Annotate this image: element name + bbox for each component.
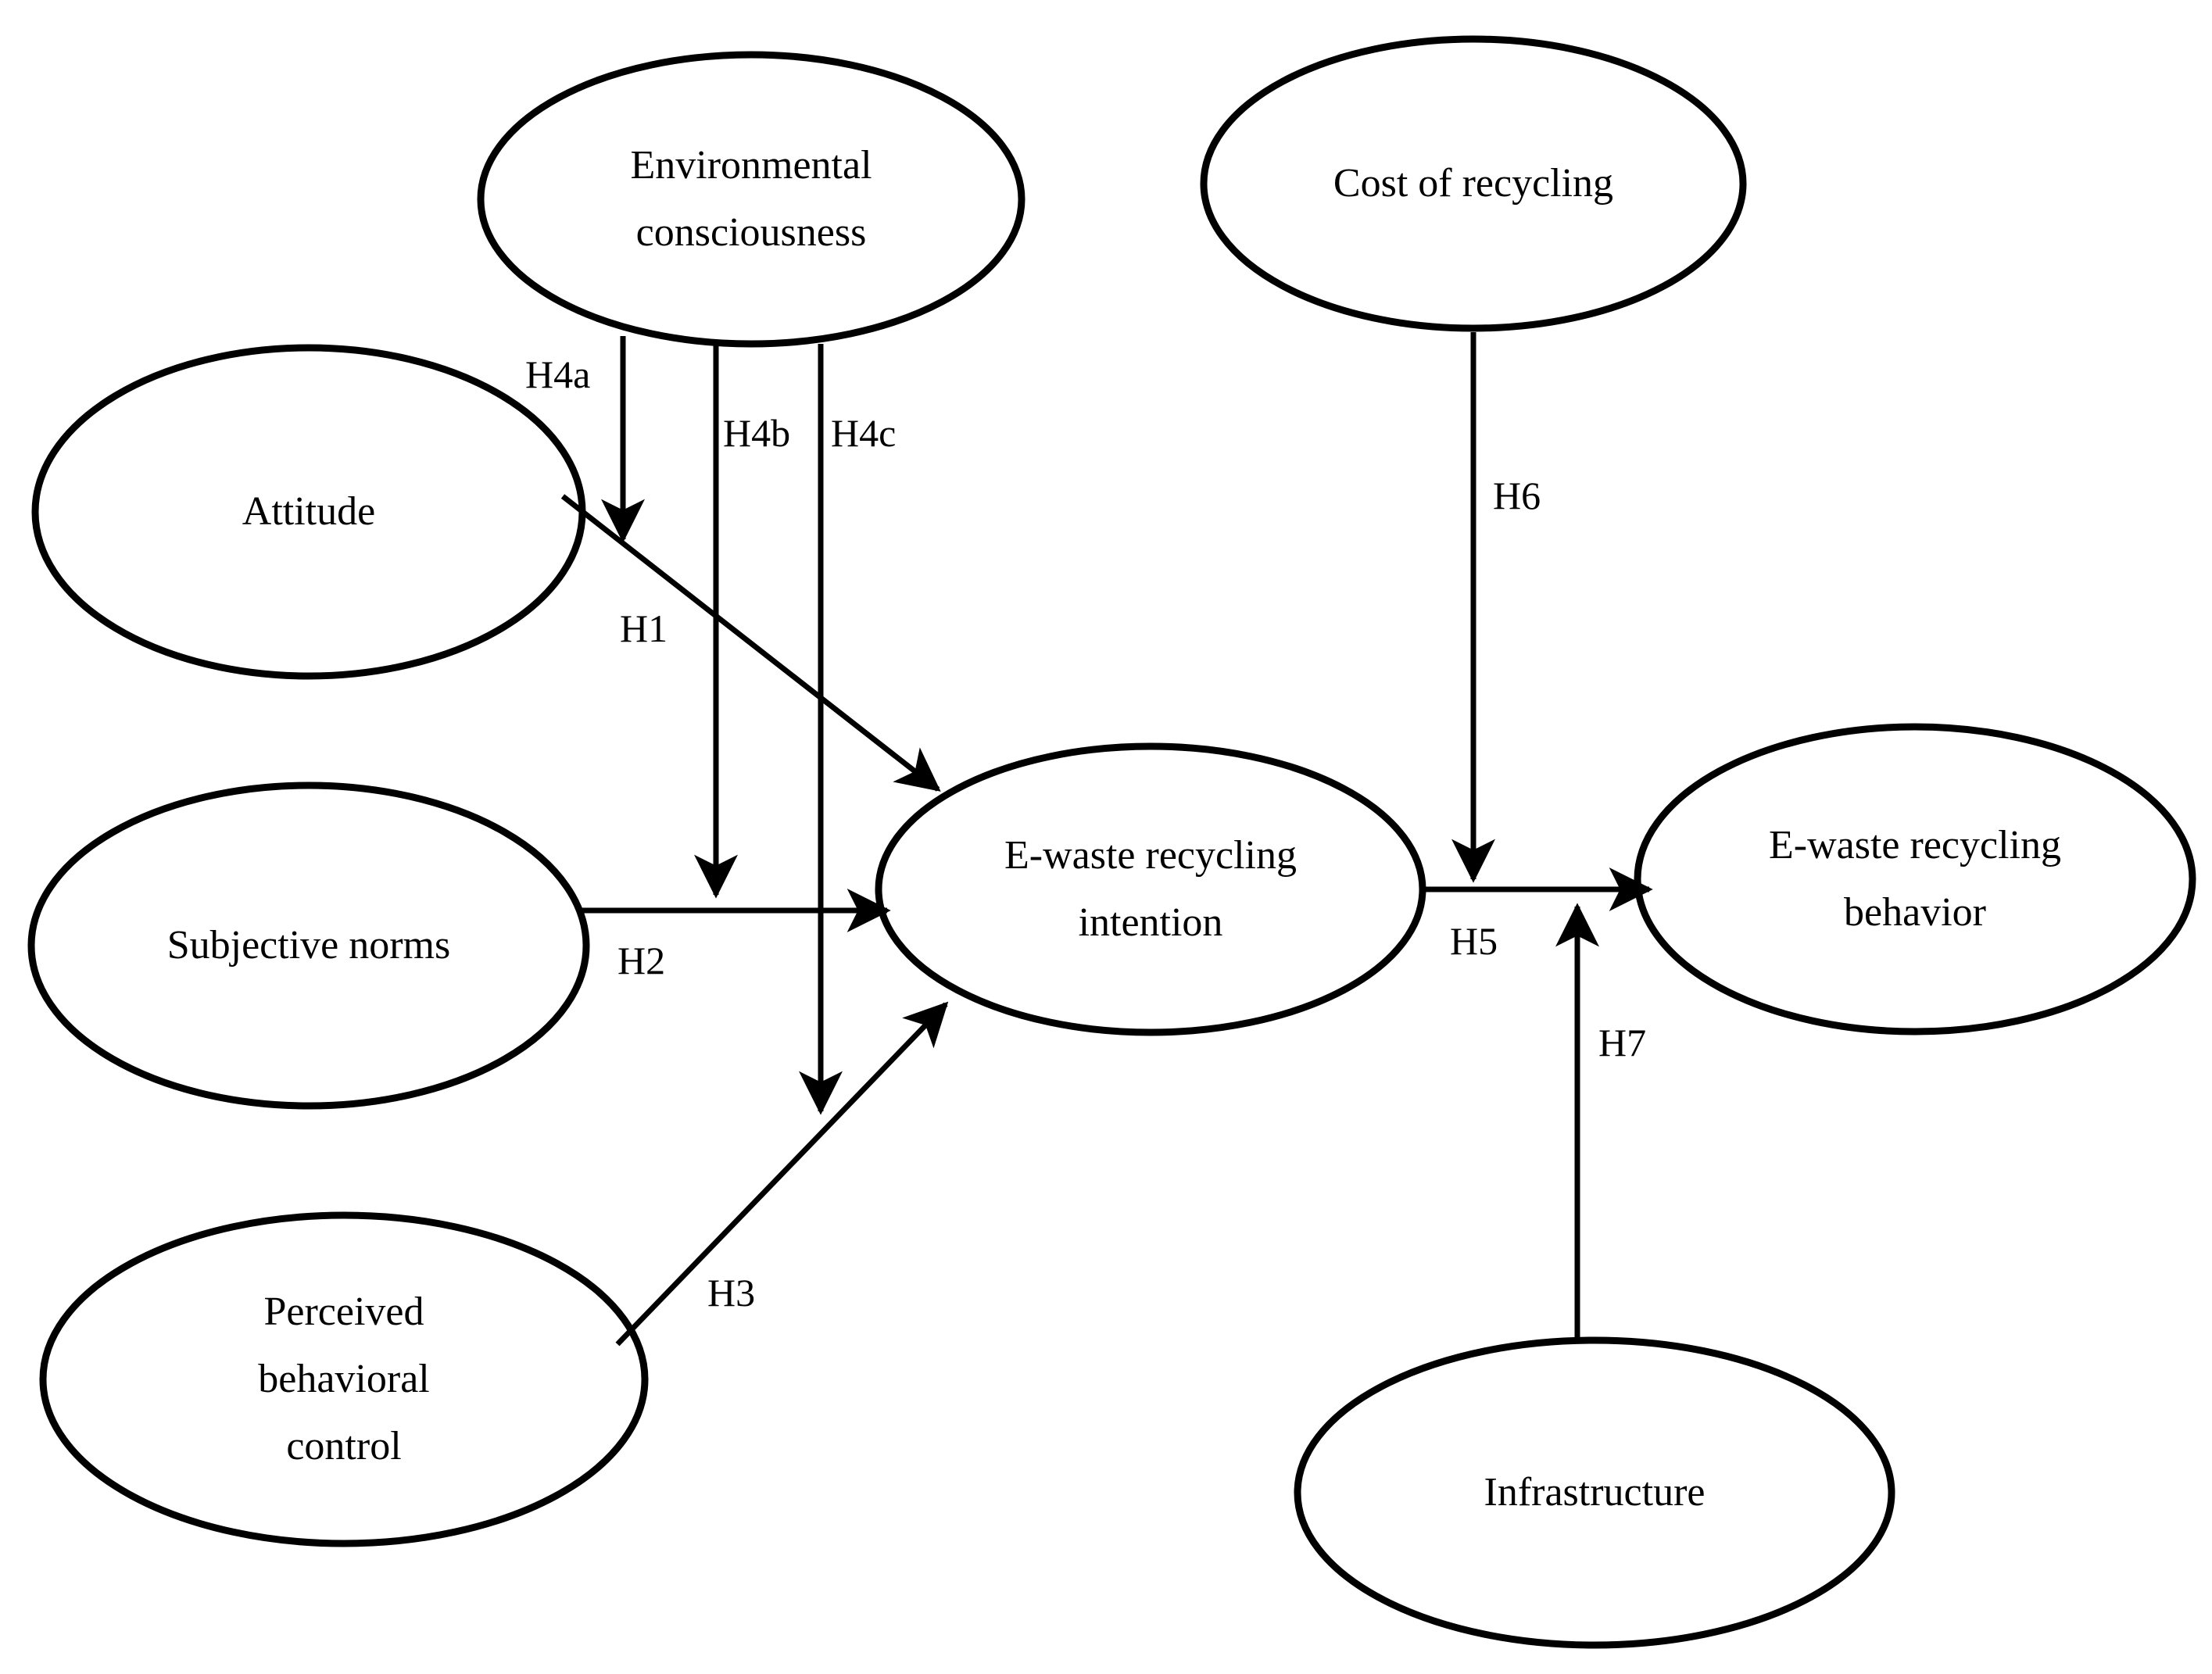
edge-label-h1: H1	[620, 606, 668, 650]
edge-label-h4a: H4a	[525, 352, 591, 396]
edge-label-h6: H6	[1493, 474, 1541, 517]
node-ellipse-perceived_behavioral_control[interactable]	[39, 1211, 649, 1547]
edge-h3[interactable]	[615, 1001, 949, 1347]
node-ellipse-environmental_consciousness[interactable]	[477, 51, 1025, 348]
node-ellipse-infrastructure[interactable]	[1294, 1336, 1895, 1649]
edge-label-h4c: H4c	[831, 411, 897, 455]
edge-label-h4b: H4b	[723, 411, 791, 455]
edge-h1[interactable]	[560, 494, 941, 792]
node-ellipse-cost_of_recycling[interactable]	[1200, 35, 1747, 332]
node-ellipse-subjective_norms[interactable]	[27, 782, 590, 1110]
edges-layer	[560, 332, 1653, 1347]
edge-label-h3: H3	[707, 1271, 756, 1315]
node-ellipse-ewaste_recycling_behavior[interactable]	[1634, 723, 2196, 1036]
node-ellipse-attitude[interactable]	[31, 344, 586, 680]
nodes-layer	[27, 35, 2196, 1649]
edge-label-h7: H7	[1598, 1021, 1647, 1064]
edge-label-h5: H5	[1450, 919, 1498, 963]
node-ellipse-ewaste_recycling_intention[interactable]	[875, 742, 1426, 1036]
edge-label-h2: H2	[617, 939, 666, 982]
